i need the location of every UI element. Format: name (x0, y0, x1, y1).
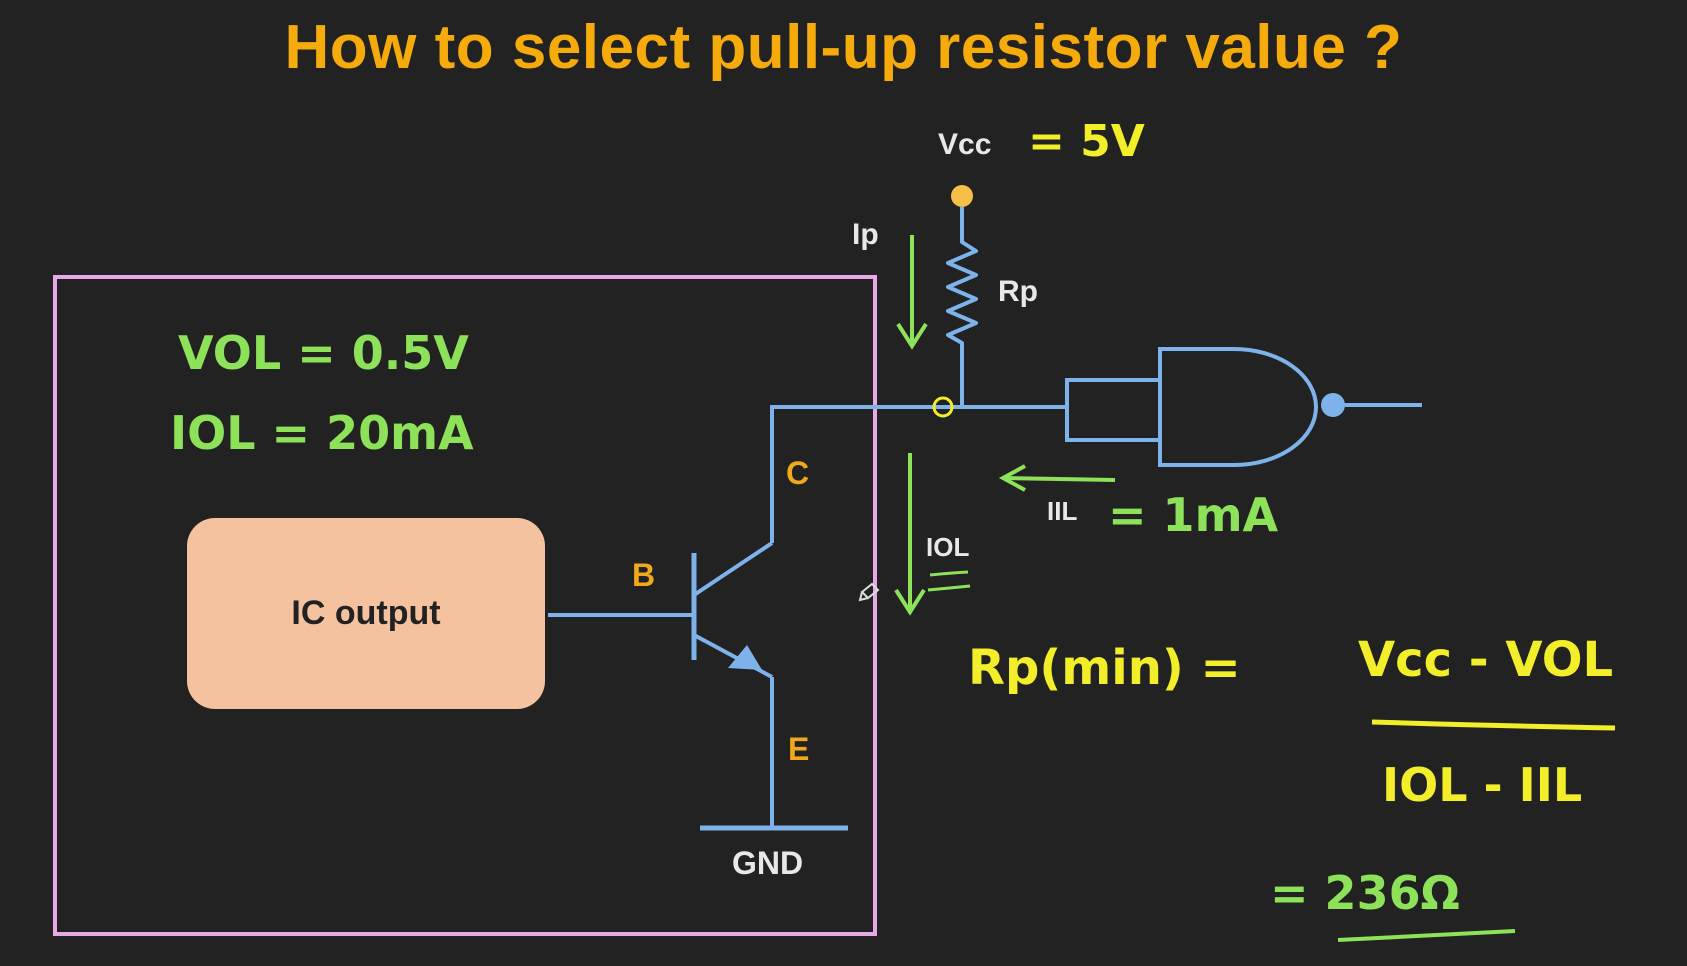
emitter-lead (693, 633, 773, 679)
junction-node (932, 396, 954, 418)
vcc-value: = 5V (1028, 116, 1145, 167)
formula-result: = 236Ω (1270, 866, 1460, 920)
formula-denominator: IOL - IIL (1382, 758, 1583, 812)
rp-min-formula: Rp(min) = (968, 640, 1241, 696)
iol-arrow-head (894, 588, 926, 616)
gate-input-block (1065, 378, 1162, 442)
ip-arrow-head (896, 322, 928, 350)
collector-lead (692, 541, 774, 597)
iil-arrow-head (998, 464, 1026, 492)
base-label: B (632, 557, 656, 593)
vcc-label: Vcc (938, 128, 992, 161)
iol-note: IOL = 20mA (170, 406, 474, 460)
ic-output-label: IC output (291, 594, 441, 632)
collector-label: C (786, 455, 810, 491)
iil-label: IIL (1047, 496, 1078, 526)
vol-note: VOL = 0.5V (178, 326, 469, 380)
ip-label: Ip (852, 218, 879, 251)
collector-wire (770, 405, 1067, 543)
nand-bubble (1321, 393, 1345, 417)
result-underline (1337, 929, 1516, 942)
chip-outline (53, 275, 877, 936)
fraction-bar (1371, 719, 1616, 731)
emitter-label: E (788, 731, 810, 767)
pen-cursor-icon (858, 582, 880, 602)
pullup-resistor (946, 207, 978, 405)
gnd-label: GND (732, 845, 804, 881)
iol-underline (927, 570, 971, 592)
ic-output-block: IC output (187, 518, 545, 709)
iil-arrow (1002, 476, 1116, 482)
page-title: How to select pull-up resistor value ? (284, 13, 1403, 82)
emitter-arrow (728, 645, 762, 670)
iol-label: IOL (926, 532, 970, 562)
nand-gate-body (1158, 347, 1318, 467)
iil-value: = 1mA (1108, 488, 1279, 542)
vcc-node (951, 185, 973, 207)
formula-numerator: Vcc - VOL (1358, 632, 1614, 688)
rp-label: Rp (998, 275, 1038, 308)
